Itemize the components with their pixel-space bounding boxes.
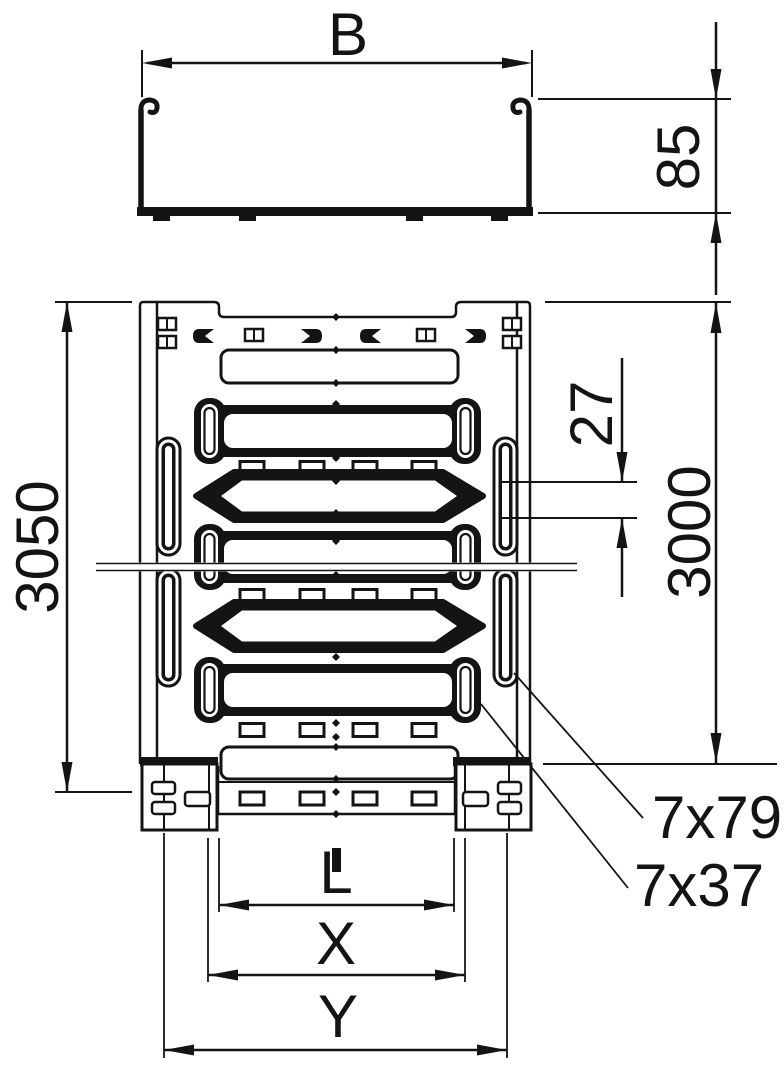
plain-slot (219, 348, 460, 385)
profile-left-hook (138, 97, 160, 115)
arrow-up-icon (616, 518, 628, 548)
centerline-ticks (332, 313, 340, 818)
arrow-left-icon (219, 899, 249, 911)
arrow-down-icon (710, 69, 722, 99)
slot-label-7x79: 7x79 (652, 784, 782, 851)
rail-slot (155, 567, 182, 688)
arrow-right-icon (477, 1044, 507, 1056)
center-mark (332, 848, 341, 872)
plain-slot (219, 745, 460, 781)
arrow-down-icon (616, 452, 628, 482)
dim-label-85: 85 (645, 124, 712, 191)
plan-view (138, 300, 533, 872)
rail-slot (492, 436, 519, 557)
rail-slot (155, 436, 182, 557)
arrow-right-icon (435, 969, 465, 981)
dim-label-y: Y (318, 983, 358, 1050)
arrow-left-icon (142, 57, 172, 69)
dimension-y: Y (163, 833, 508, 1058)
profile-right-hook (510, 97, 532, 115)
body-right-edge (526, 300, 532, 764)
dim-label-27: 27 (558, 381, 625, 448)
arrow-right-icon (424, 899, 454, 911)
slot-label-7x37: 7x37 (634, 852, 764, 919)
dimension-x: X (207, 838, 466, 982)
profile-bottom (137, 207, 533, 216)
dimension-height-85: 85 (538, 22, 731, 295)
callout-7x79: 7x79 (513, 672, 782, 851)
dimension-width-b: B (141, 1, 533, 97)
arrow-up-icon (710, 213, 722, 243)
dumbbell-slot (192, 396, 483, 466)
dumbbell-slot (192, 655, 483, 725)
hex-slot (196, 602, 483, 650)
arrow-down-icon (710, 733, 722, 763)
arrow-up-icon (61, 302, 73, 332)
dim-label-b: B (328, 1, 368, 68)
callout-7x37: 7x37 (480, 703, 764, 919)
arrow-up-icon (710, 303, 722, 333)
dimension-l: L (218, 838, 455, 912)
coupler-zone (140, 757, 533, 872)
body-left-edge (138, 300, 144, 764)
dim-label-3000: 3000 (656, 465, 723, 598)
cross-section-view (137, 97, 533, 221)
break-line (96, 562, 577, 572)
dimension-total-length-3050: 3050 (4, 301, 132, 793)
dimension-delivery-length-3000: 3000 (543, 301, 777, 765)
dim-label-l: L (319, 839, 352, 906)
arrow-left-icon (164, 1044, 194, 1056)
dimension-pitch-27: 27 (500, 358, 637, 597)
profile-feet (153, 216, 508, 221)
dumbbell-slot (192, 522, 483, 592)
arrow-right-icon (502, 57, 532, 69)
arrow-down-icon (61, 762, 73, 792)
arrow-left-icon (208, 969, 238, 981)
dim-label-x: X (316, 910, 356, 977)
dim-label-3050: 3050 (4, 480, 71, 613)
rail-slot (492, 567, 519, 688)
